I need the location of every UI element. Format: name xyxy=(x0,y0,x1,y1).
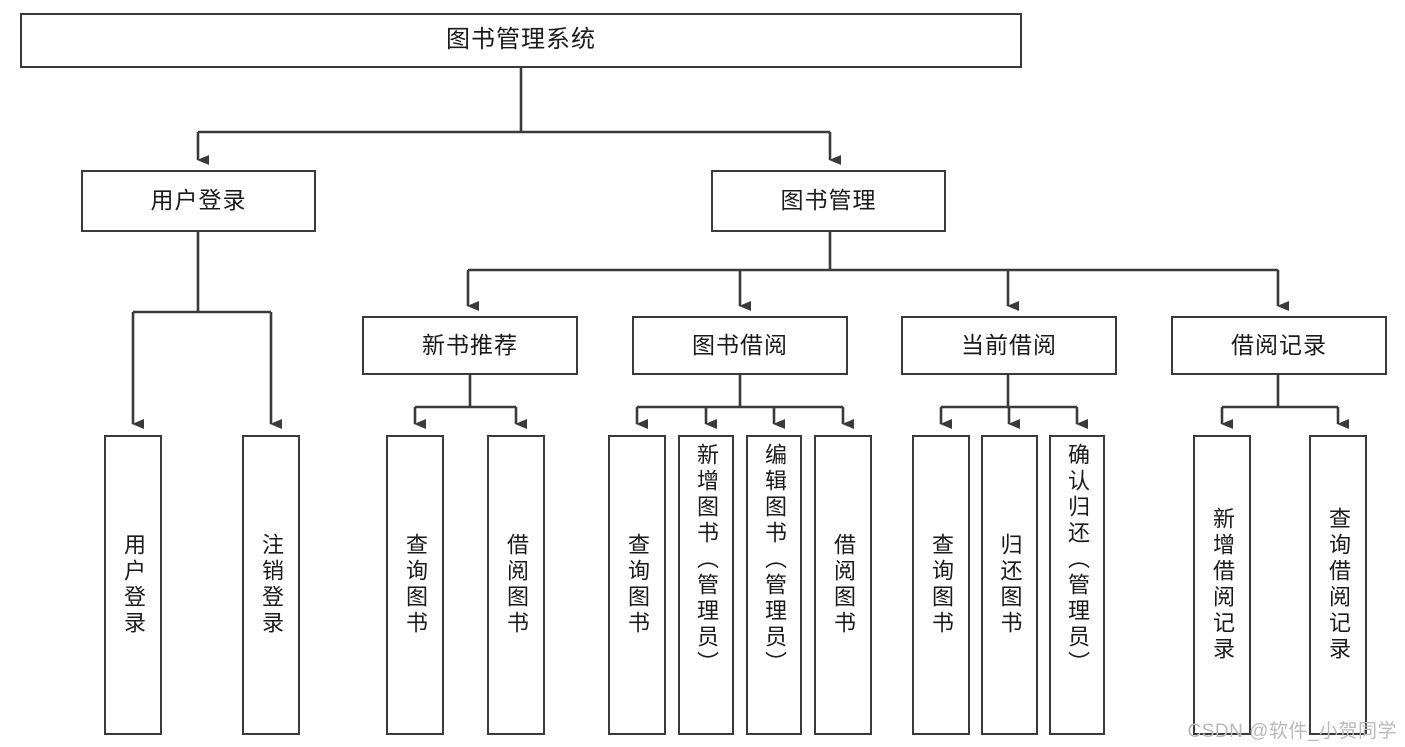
node-label: 注销登录 xyxy=(259,533,284,637)
node-label: 新增图书（管理员） xyxy=(694,443,719,677)
leaf-add-borrow-record[interactable]: 新增借阅记录 xyxy=(1193,435,1251,735)
leaf-add-book-admin[interactable]: 新增图书（管理员） xyxy=(678,435,734,735)
node-label: 确认归还（管理员） xyxy=(1065,443,1090,677)
leaf-confirm-return-admin[interactable]: 确认归还（管理员） xyxy=(1049,435,1105,735)
node-label: 新增借阅记录 xyxy=(1210,507,1235,663)
leaf-user-login[interactable]: 用户登录 xyxy=(104,435,162,735)
node-book-borrowing[interactable]: 图书借阅 xyxy=(632,316,848,375)
node-label: 当前借阅 xyxy=(961,331,1057,358)
node-borrowing-record[interactable]: 借阅记录 xyxy=(1171,316,1387,375)
leaf-query-borrow-record[interactable]: 查询借阅记录 xyxy=(1309,435,1367,735)
leaf-borrow-book-recommend[interactable]: 借阅图书 xyxy=(487,435,545,735)
node-label: 图书借阅 xyxy=(692,331,788,358)
node-label: 借阅图书 xyxy=(831,533,856,637)
node-label: 查询图书 xyxy=(403,533,428,637)
node-book-management[interactable]: 图书管理 xyxy=(711,170,946,232)
node-current-borrowing[interactable]: 当前借阅 xyxy=(901,316,1117,375)
leaf-query-book-current[interactable]: 查询图书 xyxy=(912,435,970,735)
node-label: 查询图书 xyxy=(625,533,650,637)
leaf-return-book[interactable]: 归还图书 xyxy=(981,435,1038,735)
csdn-watermark: CSDN @软件_小贺同学 xyxy=(1187,721,1397,742)
node-label: 图书管理系统 xyxy=(446,26,596,54)
node-label: 用户登录 xyxy=(150,187,247,214)
node-label: 查询图书 xyxy=(929,533,954,637)
node-label: 借阅记录 xyxy=(1231,331,1327,358)
node-label: 图书管理 xyxy=(780,187,877,214)
leaf-borrow-book[interactable]: 借阅图书 xyxy=(814,435,872,735)
leaf-query-book-recommend[interactable]: 查询图书 xyxy=(386,435,444,735)
node-label: 用户登录 xyxy=(121,533,146,637)
node-label: 编辑图书（管理员） xyxy=(762,443,787,677)
node-label: 新书推荐 xyxy=(422,331,518,358)
node-user-login[interactable]: 用户登录 xyxy=(81,170,316,232)
leaf-query-book-borrow[interactable]: 查询图书 xyxy=(608,435,666,735)
node-root-book-management-system[interactable]: 图书管理系统 xyxy=(20,13,1022,68)
leaf-logout[interactable]: 注销登录 xyxy=(242,435,300,735)
node-label: 借阅图书 xyxy=(504,533,529,637)
node-label: 归还图书 xyxy=(997,533,1023,637)
node-label: 查询借阅记录 xyxy=(1326,507,1351,663)
node-new-book-recommendation[interactable]: 新书推荐 xyxy=(362,316,578,375)
leaf-edit-book-admin[interactable]: 编辑图书（管理员） xyxy=(746,435,802,735)
